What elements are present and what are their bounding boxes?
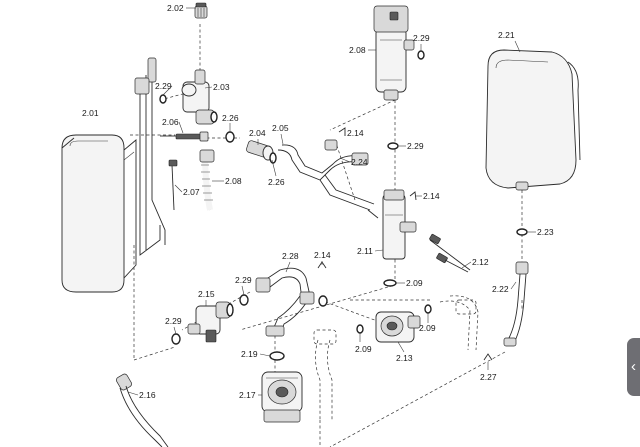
clip-2-24[interactable] xyxy=(483,353,493,361)
heat-exchanger-2-01[interactable] xyxy=(61,57,166,293)
o-ring-2-19[interactable] xyxy=(269,351,285,361)
pipe-2-28[interactable] xyxy=(255,267,328,337)
label-2-02: 2.02 xyxy=(167,3,184,13)
expansion-vessel-2-21[interactable] xyxy=(485,49,581,191)
connector-2-11[interactable] xyxy=(382,189,417,260)
label-2-03: 2.03 xyxy=(213,82,230,92)
label-2-14: 2.13 xyxy=(396,353,413,363)
sensor-2-12[interactable] xyxy=(429,233,471,273)
label-2-13-c: 2.14 xyxy=(314,250,331,260)
label-2-29-b: 2.29 xyxy=(413,33,430,43)
clip-2-13-top[interactable] xyxy=(338,127,346,136)
o-ring-2-26-top[interactable] xyxy=(225,131,235,143)
label-2-12: 2.12 xyxy=(472,257,489,267)
label-2-15: 2.15 xyxy=(198,289,215,299)
o-ring-2-23[interactable] xyxy=(516,228,528,236)
o-ring-2-09-right[interactable] xyxy=(424,304,432,314)
label-2-22: 2.22 xyxy=(492,284,509,294)
label-2-01: 2.01 xyxy=(82,108,99,118)
label-2-21: 2.21 xyxy=(498,30,515,40)
drain-hose-2-16[interactable] xyxy=(115,373,169,447)
o-ring-2-29-pump[interactable] xyxy=(239,294,249,306)
label-2-09-b: 2.09 xyxy=(419,323,436,333)
label-2-04: 2.04 xyxy=(249,128,266,138)
pump-2-17[interactable] xyxy=(261,371,303,423)
filter-housing-2-08[interactable] xyxy=(373,5,415,101)
clip-2-13-mid[interactable] xyxy=(409,191,417,201)
label-2-06: 2.06 xyxy=(162,117,179,127)
bypass-pipe-2-27[interactable] xyxy=(277,139,379,219)
part-labels: 2.02 2.29 2.03 2.01 2.06 2.26 2.05 2.04 … xyxy=(82,3,554,400)
ghost-pipes xyxy=(313,295,479,420)
flexible-hose-2-10[interactable] xyxy=(199,149,215,211)
pipe-2-22[interactable] xyxy=(503,261,529,347)
label-2-07: 2.07 xyxy=(183,187,200,197)
label-2-23: 2.23 xyxy=(537,227,554,237)
label-2-13-b: 2.14 xyxy=(423,191,440,201)
o-ring-2-29-top[interactable] xyxy=(159,94,167,104)
label-2-08: 2.08 xyxy=(349,45,366,55)
label-2-09-a: 2.09 xyxy=(406,278,423,288)
leader-lines xyxy=(127,7,536,396)
label-2-16: 2.16 xyxy=(139,390,156,400)
chevron-left-icon: ‹ xyxy=(631,358,636,375)
probe-2-07[interactable] xyxy=(168,159,178,211)
label-2-28: 2.28 xyxy=(282,251,299,261)
label-2-13-a: 2.14 xyxy=(347,128,364,138)
label-2-09-c: 2.09 xyxy=(355,344,372,354)
label-2-27: 2.24 xyxy=(351,157,368,167)
label-2-17: 2.17 xyxy=(239,390,256,400)
valve-2-15[interactable] xyxy=(187,301,234,343)
fitting-2-04[interactable] xyxy=(246,140,277,164)
label-2-10: 2.08 xyxy=(225,176,242,186)
label-2-05: 2.05 xyxy=(272,123,289,133)
label-2-24: 2.27 xyxy=(480,372,497,382)
o-ring-2-29-mid[interactable] xyxy=(387,142,399,150)
label-2-29-e: 2.29 xyxy=(165,316,182,326)
air-vent-cap-2-02[interactable] xyxy=(194,2,208,19)
sensor-2-06[interactable] xyxy=(160,131,209,142)
o-ring-2-29-bottom[interactable] xyxy=(171,333,181,345)
side-panel-toggle[interactable]: ‹ xyxy=(627,338,640,396)
label-2-19: 2.19 xyxy=(241,349,258,359)
label-2-26-a: 2.26 xyxy=(222,113,239,123)
o-ring-2-09-left[interactable] xyxy=(356,324,364,334)
o-ring-2-29-right[interactable] xyxy=(417,50,425,60)
pump-head-2-14[interactable] xyxy=(375,311,421,343)
valve-block-2-03[interactable] xyxy=(181,69,218,125)
label-2-29-c: 2.29 xyxy=(407,141,424,151)
label-2-29-d: 2.29 xyxy=(235,275,252,285)
label-2-11: 2.11 xyxy=(357,246,373,256)
label-2-29-a: 2.29 xyxy=(155,81,172,91)
o-ring-2-09-top[interactable] xyxy=(383,279,397,287)
label-2-26-b: 2.26 xyxy=(268,177,285,187)
